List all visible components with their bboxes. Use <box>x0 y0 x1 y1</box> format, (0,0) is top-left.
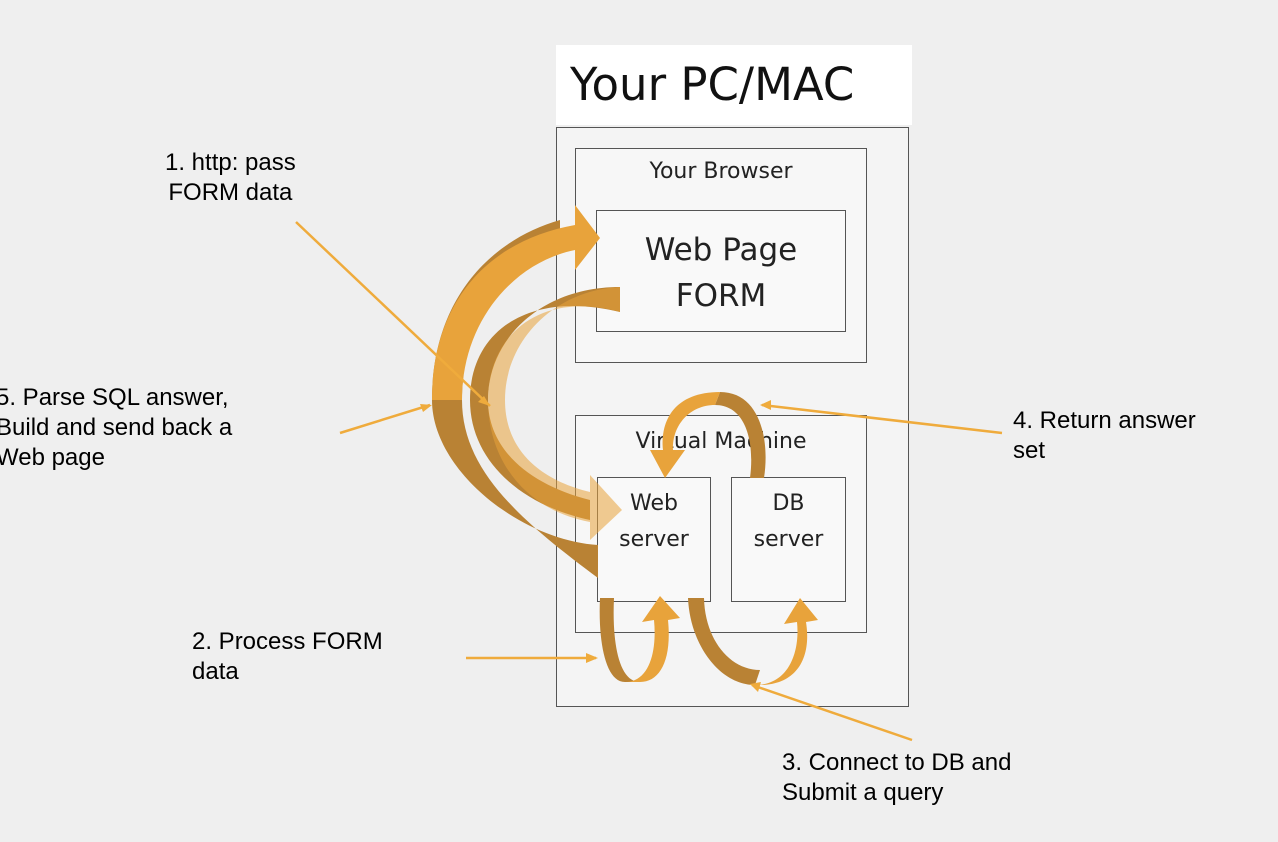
step1-callout-line <box>295 221 491 407</box>
step2-callout-arrowhead <box>586 653 598 663</box>
process-form-loop-back <box>599 598 640 682</box>
step2-label: 2. Process FORM data <box>192 628 383 685</box>
step4-callout-arrowhead <box>760 400 771 410</box>
web-server-label-line2: server <box>619 527 689 552</box>
web-server-label: Web server <box>598 486 710 558</box>
answer-set-loop <box>650 392 720 478</box>
web-page-form-box: Web Page FORM <box>596 210 846 332</box>
answer-set-loop-back <box>715 392 766 478</box>
web-page-label: Web Page FORM <box>597 227 845 319</box>
step1-label: 1. http: pass FORM data <box>165 149 296 206</box>
step4-label: 4. Return answer set <box>1013 407 1196 464</box>
step4-callout-line <box>761 403 1003 435</box>
db-server-label-line2: server <box>753 527 824 552</box>
request-arrow-to-form <box>432 205 600 400</box>
process-form-loop <box>625 596 680 682</box>
step3-label: 3. Connect to DB and Submit a query <box>782 749 1012 806</box>
db-server-label-line1: DB <box>772 491 805 516</box>
web-page-label-line2: FORM <box>675 278 767 314</box>
step5-callout-arrowhead <box>420 404 432 412</box>
db-server-box: DB server <box>731 477 846 602</box>
step1-callout-arrowhead <box>478 396 490 406</box>
step5-label: 5. Parse SQL answer, Build and send back… <box>0 384 233 471</box>
step5-callout-line <box>339 403 431 435</box>
step3-callout-line <box>751 683 913 742</box>
form-submit-arrow <box>488 287 622 540</box>
diagram-title: Your PC/MAC <box>570 58 855 111</box>
web-server-box: Web server <box>597 477 711 602</box>
step3-callout-arrowhead <box>750 682 761 692</box>
db-query-loop <box>755 598 818 685</box>
browser-label: Your Browser <box>649 159 793 184</box>
db-query-loop-back <box>688 598 760 685</box>
web-page-label-line1: Web Page <box>644 232 798 268</box>
db-server-label: DB server <box>732 486 845 558</box>
title-box <box>556 45 912 125</box>
web-server-label-line1: Web <box>630 491 678 516</box>
